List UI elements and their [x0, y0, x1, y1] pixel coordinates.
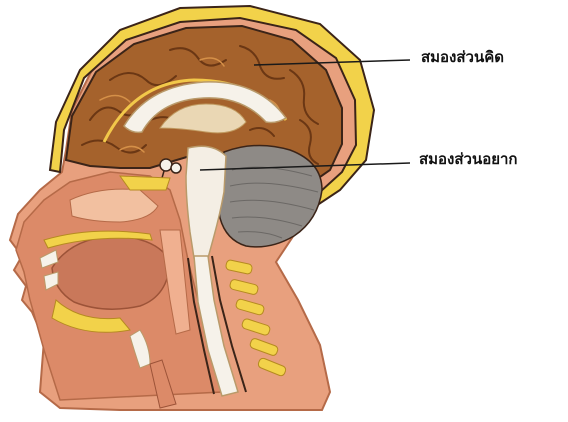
label-wanting-brain: สมองส่วนอยาก	[419, 152, 518, 167]
label-thinking-brain: สมองส่วนคิด	[421, 50, 504, 65]
cerebellum	[218, 145, 322, 246]
